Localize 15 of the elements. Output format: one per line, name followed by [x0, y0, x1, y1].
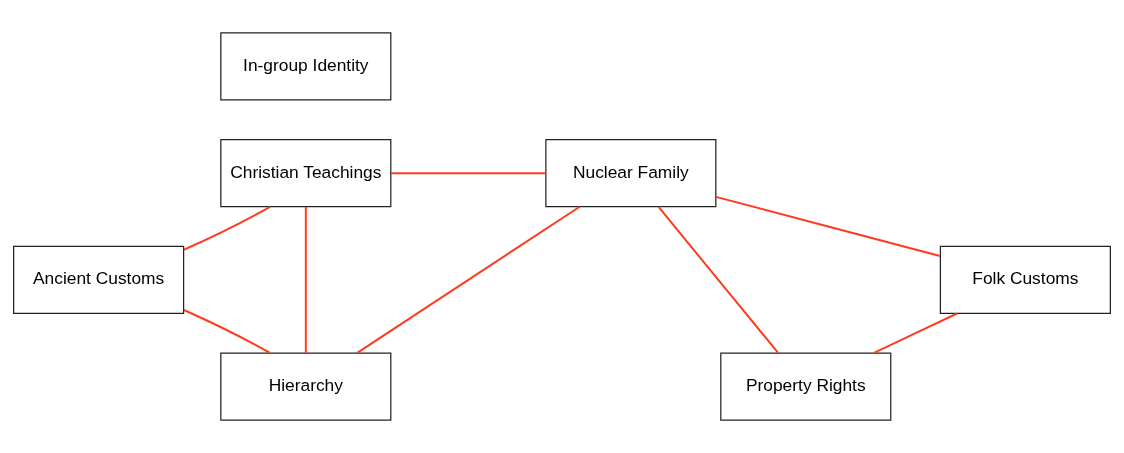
connector — [873, 312, 959, 354]
node-box: Nuclear Family — [545, 139, 717, 208]
node-box: Property Rights — [720, 352, 892, 421]
node-box: Folk Customs — [939, 245, 1111, 314]
connector — [714, 195, 942, 258]
connector — [304, 205, 307, 354]
connector — [182, 309, 271, 354]
node-box: Hierarchy — [220, 352, 392, 421]
node-box: In-group Identity — [220, 32, 392, 101]
node-box: Christian Teachings — [220, 139, 392, 208]
connector — [182, 205, 272, 251]
node-box: Ancient Customs — [13, 245, 185, 314]
connector — [389, 172, 547, 175]
connector — [657, 205, 780, 354]
connector — [356, 205, 581, 354]
